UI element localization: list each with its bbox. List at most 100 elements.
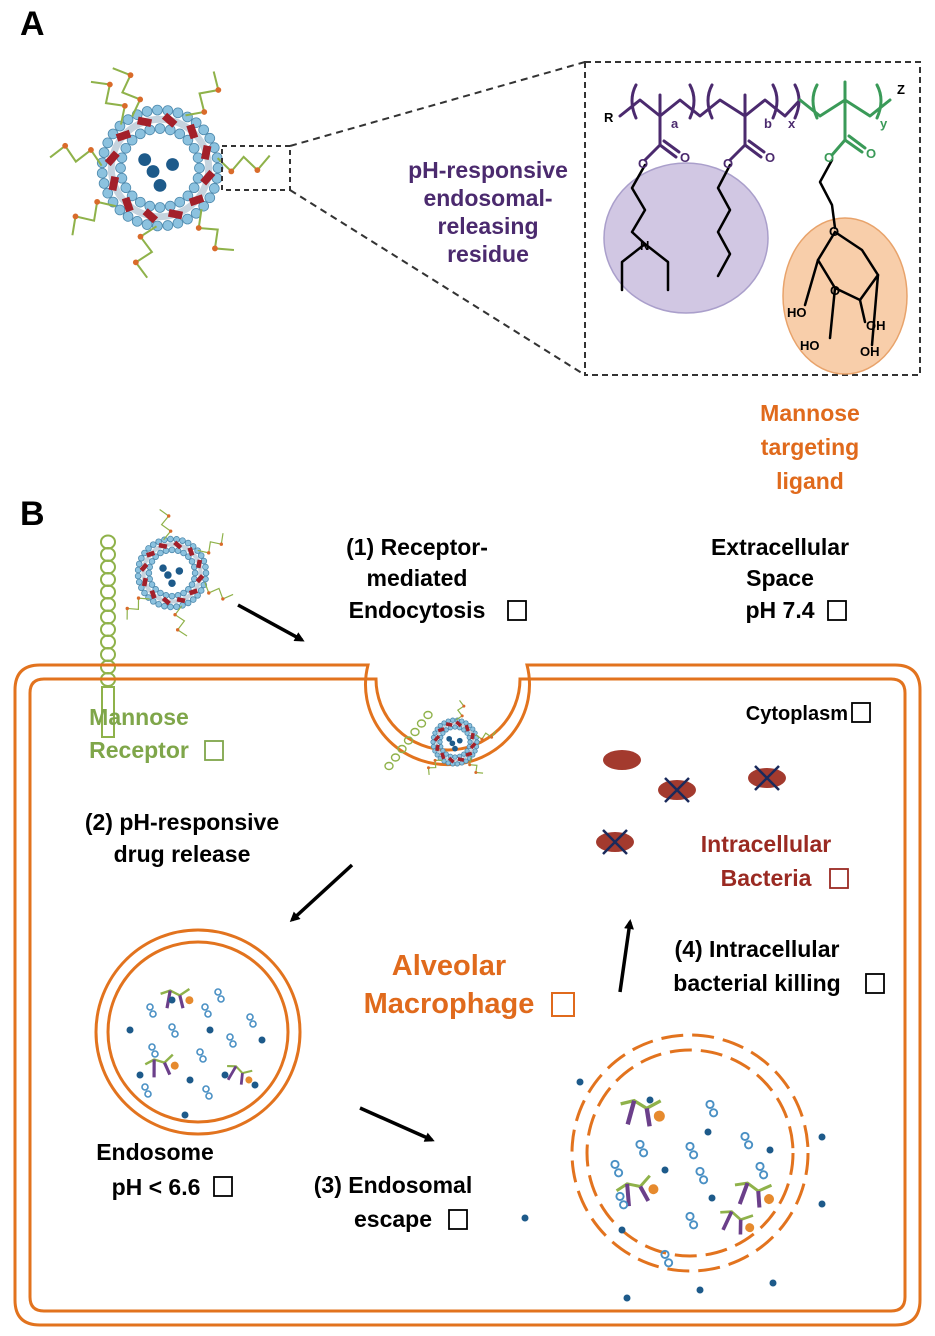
panel-b-letter: B xyxy=(20,495,45,533)
step3-label: (3) Endosomal escape xyxy=(314,1172,472,1232)
drug-dot xyxy=(708,1194,716,1202)
svg-text:O: O xyxy=(765,150,775,165)
svg-text:HO: HO xyxy=(787,305,807,320)
drug-dot xyxy=(704,1128,712,1136)
endosome xyxy=(94,928,302,1136)
drug-dot xyxy=(766,1146,774,1154)
svg-text:Z: Z xyxy=(897,82,905,97)
drug-dot xyxy=(696,1286,704,1294)
drug-molecule-icon xyxy=(685,1141,699,1160)
svg-text:Intracellular: Intracellular xyxy=(701,831,831,857)
internalized-liposome xyxy=(384,699,496,775)
step1-label: (1) Receptor- mediated Endocytosis xyxy=(346,534,527,623)
svg-text:b: b xyxy=(764,116,772,131)
polymer-structure-box xyxy=(584,61,921,376)
svg-text:Macrophage: Macrophage xyxy=(364,988,535,1020)
cell-membrane xyxy=(13,663,922,1327)
drug-dot xyxy=(136,1071,144,1079)
svg-text:bacterial killing: bacterial killing xyxy=(673,970,840,996)
svg-text:pH-responsive: pH-responsive xyxy=(408,157,568,183)
svg-text:O: O xyxy=(866,146,876,161)
drug-molecule-icon xyxy=(202,1085,213,1100)
svg-text:O: O xyxy=(824,150,834,165)
svg-text:endosomal-: endosomal- xyxy=(423,185,552,211)
polymer-fragment xyxy=(720,1210,755,1235)
svg-text:(2) pH-responsive: (2) pH-responsive xyxy=(85,809,279,835)
svg-text:drug release: drug release xyxy=(114,841,251,867)
svg-text:Alveolar: Alveolar xyxy=(392,950,506,982)
polymer-fragment xyxy=(734,1181,775,1208)
polymer-fragment xyxy=(226,1065,253,1085)
svg-text:HO: HO xyxy=(800,338,820,353)
drug-dot xyxy=(126,1026,134,1034)
drug-dot xyxy=(818,1133,826,1141)
svg-text:pH < 6.6: pH < 6.6 xyxy=(112,1174,201,1200)
liposome-approaching xyxy=(125,508,234,637)
drug-molecule-icon xyxy=(660,1249,674,1268)
drug-molecule-icon xyxy=(610,1159,624,1178)
extracellular-label: Extracellular Space pH 7.4 xyxy=(711,534,849,623)
svg-text:(4) Intracellular: (4) Intracellular xyxy=(675,936,840,962)
kill-mark-icon xyxy=(602,829,628,855)
drug-dot xyxy=(186,1076,194,1084)
zoom-connector-bottom xyxy=(289,189,586,376)
intracellular-bacteria xyxy=(596,750,786,855)
svg-text:x: x xyxy=(788,116,796,131)
drug-molecule-icon xyxy=(214,988,225,1003)
svg-text:Space: Space xyxy=(746,565,814,591)
svg-text:a: a xyxy=(671,116,679,131)
drug-molecule-icon xyxy=(740,1131,754,1150)
step2-label: (2) pH-responsive drug release xyxy=(85,809,279,867)
drug-molecule-icon xyxy=(196,1048,207,1063)
svg-text:Endocytosis: Endocytosis xyxy=(349,597,486,623)
drug-particles xyxy=(126,988,826,1302)
drug-molecule-icon xyxy=(635,1139,649,1158)
drug-molecule-icon xyxy=(705,1099,719,1118)
drug-molecule-icon xyxy=(168,1023,179,1038)
arrow-drug-release xyxy=(289,863,354,923)
mannose-receptor-label: Mannose Receptor xyxy=(89,704,224,763)
macrophage-label: Alveolar Macrophage xyxy=(364,950,575,1020)
mannosylated-liposome xyxy=(49,67,271,279)
kill-mark-icon xyxy=(664,777,690,803)
svg-text:Mannose: Mannose xyxy=(89,704,189,730)
drug-dot xyxy=(618,1226,626,1234)
arrow-endocytosis xyxy=(237,603,305,642)
zoom-region-box xyxy=(221,145,291,191)
drug-dot xyxy=(168,996,176,1004)
drug-dot xyxy=(769,1279,777,1287)
mannose-ligand-label: Mannose targeting ligand xyxy=(760,400,860,494)
svg-text:O: O xyxy=(638,156,648,171)
drug-dot xyxy=(258,1036,266,1044)
svg-text:Bacteria: Bacteria xyxy=(721,865,812,891)
drug-molecule-icon xyxy=(141,1083,152,1098)
svg-text:O: O xyxy=(723,156,733,171)
drug-dot xyxy=(221,1071,229,1079)
drug-dot xyxy=(576,1078,584,1086)
polymer-fragment xyxy=(620,1098,665,1127)
svg-text:(3) Endosomal: (3) Endosomal xyxy=(314,1172,472,1198)
endosome-label: Endosome pH < 6.6 xyxy=(96,1139,233,1200)
svg-text:targeting: targeting xyxy=(761,434,859,460)
drug-molecule-icon xyxy=(146,1003,157,1018)
polymer-fragment xyxy=(160,988,194,1009)
svg-text:(1) Receptor-: (1) Receptor- xyxy=(346,534,488,560)
bacteria-label: Intracellular Bacteria xyxy=(701,831,849,891)
polymer-fragment xyxy=(144,1053,179,1078)
svg-text:pH 7.4: pH 7.4 xyxy=(745,597,814,623)
drug-molecule-icon xyxy=(246,1013,257,1028)
svg-text:N: N xyxy=(640,238,649,253)
drug-molecule-icon xyxy=(226,1033,237,1048)
drug-molecule-icon xyxy=(615,1191,629,1210)
svg-text:y: y xyxy=(880,116,888,131)
panel-a-letter: A xyxy=(20,5,45,43)
svg-text:R: R xyxy=(604,110,614,125)
mannose-highlight xyxy=(782,217,908,375)
ruptured-endosome xyxy=(570,1033,810,1273)
polymer-fragment xyxy=(615,1174,659,1207)
svg-text:OH: OH xyxy=(860,344,880,359)
bacterium xyxy=(603,750,641,770)
drug-molecule-icon xyxy=(148,1043,159,1058)
drug-dot xyxy=(251,1081,259,1089)
